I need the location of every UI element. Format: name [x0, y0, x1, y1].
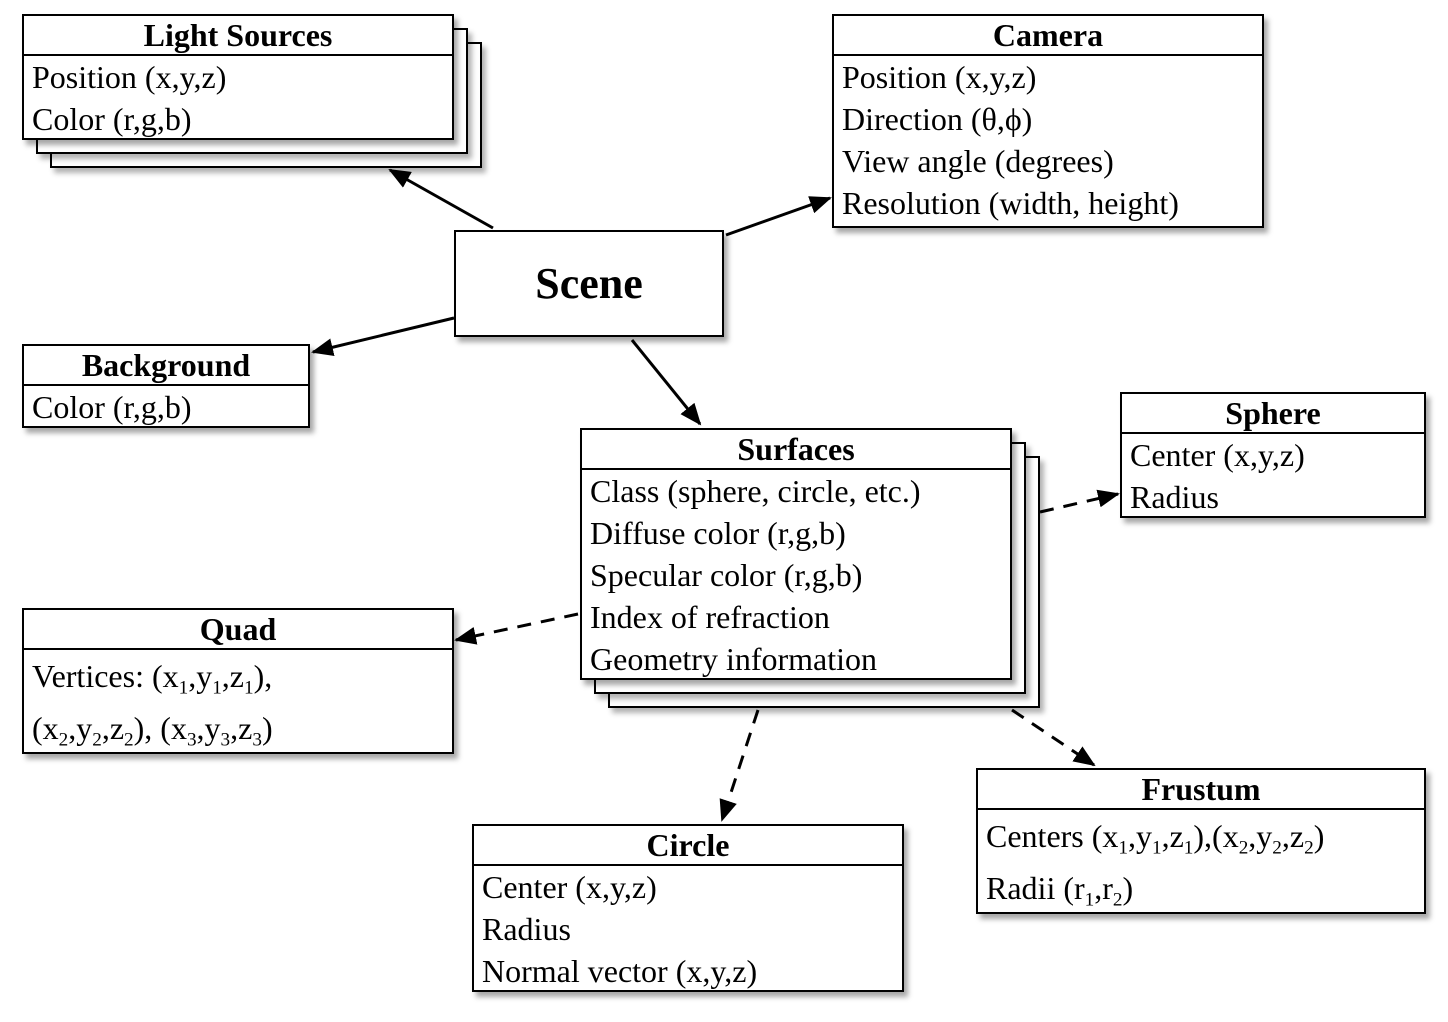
- circle-attr: Radius: [482, 911, 571, 947]
- quad-vertices-line-1: Vertices: (x1,y1,z1),: [32, 658, 273, 699]
- arrow-scene-to-background: [311, 316, 455, 357]
- circle-title: Circle: [474, 826, 902, 866]
- camera-title: Camera: [834, 16, 1262, 56]
- arrow-surfaces-to-frustum: [1011, 708, 1096, 767]
- frustum-centers: Centers (x1,y1,z1),(x2,y2,z2): [986, 818, 1325, 859]
- quad-title: Quad: [24, 610, 452, 650]
- arrow-surfaces-to-quad: [454, 612, 579, 645]
- surfaces-box: Surfaces Class (sphere, circle, etc.) Di…: [580, 428, 1012, 680]
- sphere-box: Sphere Center (x,y,z) Radius: [1120, 392, 1426, 518]
- arrow-scene-to-light-sources: [388, 168, 494, 230]
- arrow-scene-to-surfaces: [630, 339, 702, 426]
- sphere-title: Sphere: [1122, 394, 1424, 434]
- arrow-surfaces-to-circle: [719, 709, 760, 822]
- quad-vertices-line-2: (x2,y2,z2), (x3,y3,z3): [32, 710, 273, 751]
- camera-box: Camera Position (x,y,z) Direction (θ,ϕ) …: [832, 14, 1264, 228]
- scene-box: Scene: [454, 230, 724, 337]
- sphere-attr: Radius: [1130, 479, 1219, 515]
- quad-box: Quad Vertices: (x1,y1,z1), (x2,y2,z2), (…: [22, 608, 454, 754]
- camera-attr: Position (x,y,z): [842, 59, 1037, 95]
- surfaces-attr: Specular color (r,g,b): [590, 557, 863, 593]
- surfaces-attr: Diffuse color (r,g,b): [590, 515, 846, 551]
- circle-attr: Center (x,y,z): [482, 869, 657, 905]
- camera-attr: Resolution (width, height): [842, 185, 1179, 221]
- background-attr: Color (r,g,b): [32, 389, 192, 425]
- sphere-attr: Center (x,y,z): [1130, 437, 1305, 473]
- frustum-title: Frustum: [978, 770, 1424, 810]
- light-sources-box: Light Sources Position (x,y,z) Color (r,…: [22, 14, 454, 140]
- background-box: Background Color (r,g,b): [22, 344, 310, 428]
- arrow-surfaces-to-sphere: [1039, 489, 1120, 514]
- surfaces-title: Surfaces: [582, 430, 1010, 470]
- camera-attr: Direction (θ,ϕ): [842, 101, 1033, 137]
- scene-title: Scene: [535, 259, 643, 308]
- arrow-scene-to-camera: [725, 196, 832, 237]
- camera-attr: View angle (degrees): [842, 143, 1114, 179]
- frustum-box: Frustum Centers (x1,y1,z1),(x2,y2,z2) Ra…: [976, 768, 1426, 914]
- surfaces-attr: Geometry information: [590, 641, 878, 677]
- background-title: Background: [24, 346, 308, 386]
- light-sources-attr: Position (x,y,z): [32, 59, 227, 95]
- surfaces-attr: Class (sphere, circle, etc.): [590, 473, 921, 509]
- light-sources-title: Light Sources: [24, 16, 452, 56]
- frustum-radii: Radii (r1,r2): [986, 870, 1134, 911]
- light-sources-attr: Color (r,g,b): [32, 101, 192, 137]
- circle-attr: Normal vector (x,y,z): [482, 953, 758, 989]
- circle-box: Circle Center (x,y,z) Radius Normal vect…: [472, 824, 904, 992]
- surfaces-attr: Index of refraction: [590, 599, 830, 635]
